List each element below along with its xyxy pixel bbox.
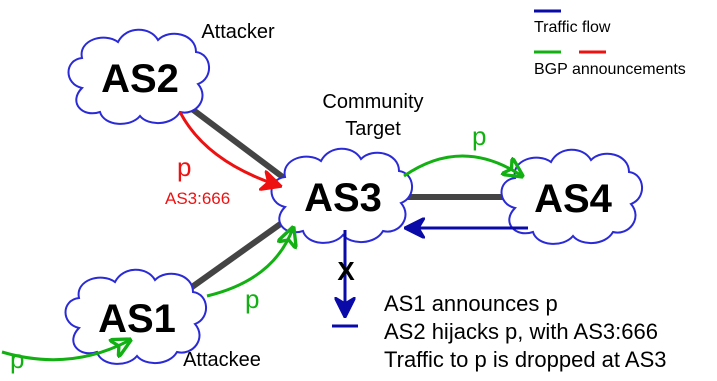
notes: AS1 announces p AS2 hijacks p, with AS3:…: [384, 291, 667, 372]
as3-role-label-line1: Community: [322, 91, 423, 113]
as1-announcement-arrow: [206, 228, 293, 298]
as3-label: AS3: [304, 176, 382, 220]
legend-bgp-label: BGP announcements: [534, 61, 686, 78]
hijack-announcement-arrow: [178, 111, 280, 186]
as3-role-label-line2: Target: [345, 118, 401, 140]
cloud-shape: [270, 147, 413, 244]
as4-cloud: AS4: [500, 148, 643, 245]
as1-role-label: Attackee: [183, 349, 261, 371]
note-line-2: AS2 hijacks p, with AS3:666: [384, 319, 658, 344]
note-line-1: AS1 announces p: [384, 291, 558, 316]
drop-x-mark: X: [337, 256, 355, 286]
cloud-shape: [67, 28, 210, 125]
as2-role-label: Attacker: [201, 21, 275, 43]
hijack-community-label: AS3:666: [165, 189, 230, 208]
as1-cloud: AS1: [64, 268, 207, 365]
as3-announcement-arrow: [403, 154, 522, 176]
as1-label: AS1: [98, 297, 176, 341]
as3-prefix-label: p: [472, 121, 486, 151]
cloud-shape: [64, 268, 207, 365]
hijack-prefix-label: p: [177, 152, 191, 182]
legend: Traffic flow BGP announcements: [534, 9, 686, 78]
as4-label: AS4: [534, 177, 613, 221]
as2-label: AS2: [101, 57, 179, 101]
external-announcement-arrow: [1, 340, 130, 362]
external-prefix-label: p: [10, 344, 24, 374]
legend-traffic-label: Traffic flow: [534, 19, 611, 36]
as1-prefix-label: p: [245, 284, 259, 314]
note-line-3: Traffic to p is dropped at AS3: [384, 347, 667, 372]
as3-cloud: AS3: [270, 147, 413, 244]
link-as2-as3: [178, 97, 302, 193]
as2-cloud: AS2: [67, 28, 210, 125]
